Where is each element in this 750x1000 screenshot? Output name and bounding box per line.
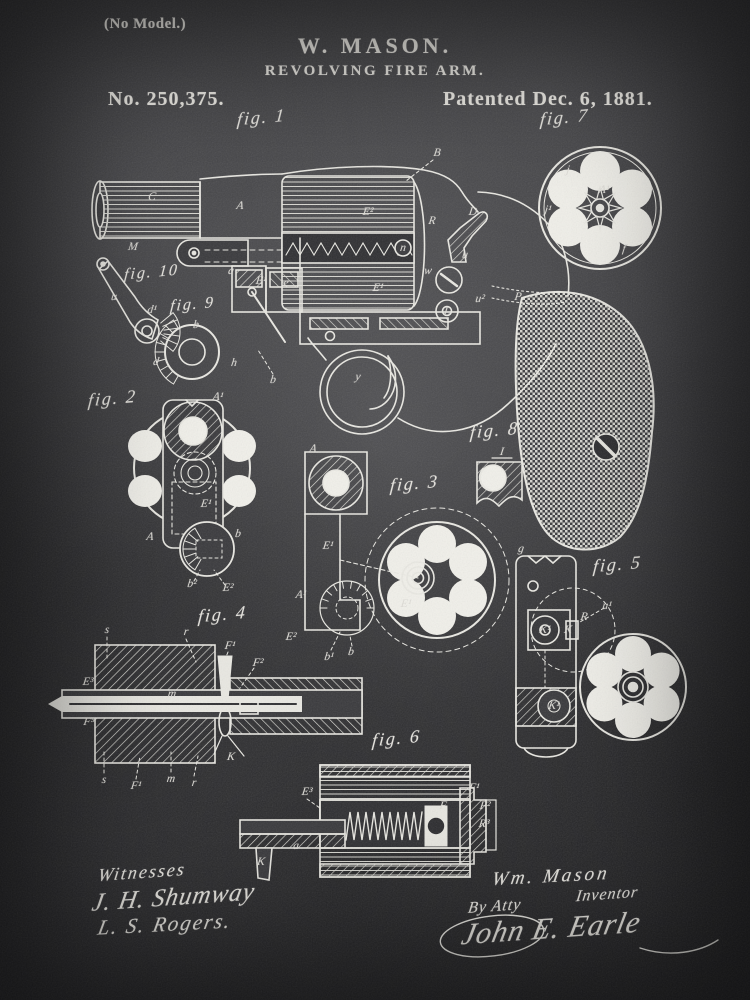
fig5-drawing bbox=[515, 554, 687, 758]
fig4-label: fig. 4 bbox=[197, 601, 248, 627]
fig6-label: fig. 6 bbox=[371, 725, 422, 751]
fig4-drawing bbox=[48, 636, 363, 780]
fig6-drawing bbox=[239, 764, 497, 881]
fig2-drawing bbox=[128, 399, 256, 586]
fig7-label: fig. 7 bbox=[539, 104, 590, 130]
fig7-drawing bbox=[538, 146, 662, 270]
fig2-label: fig. 2 bbox=[87, 385, 138, 411]
fig1-label: fig. 1 bbox=[236, 104, 287, 130]
fig3-label: fig. 3 bbox=[389, 470, 440, 496]
fig5-label: fig. 5 bbox=[592, 551, 643, 577]
fig8-drawing bbox=[476, 457, 523, 508]
fig8-label: fig. 8 bbox=[469, 417, 520, 443]
